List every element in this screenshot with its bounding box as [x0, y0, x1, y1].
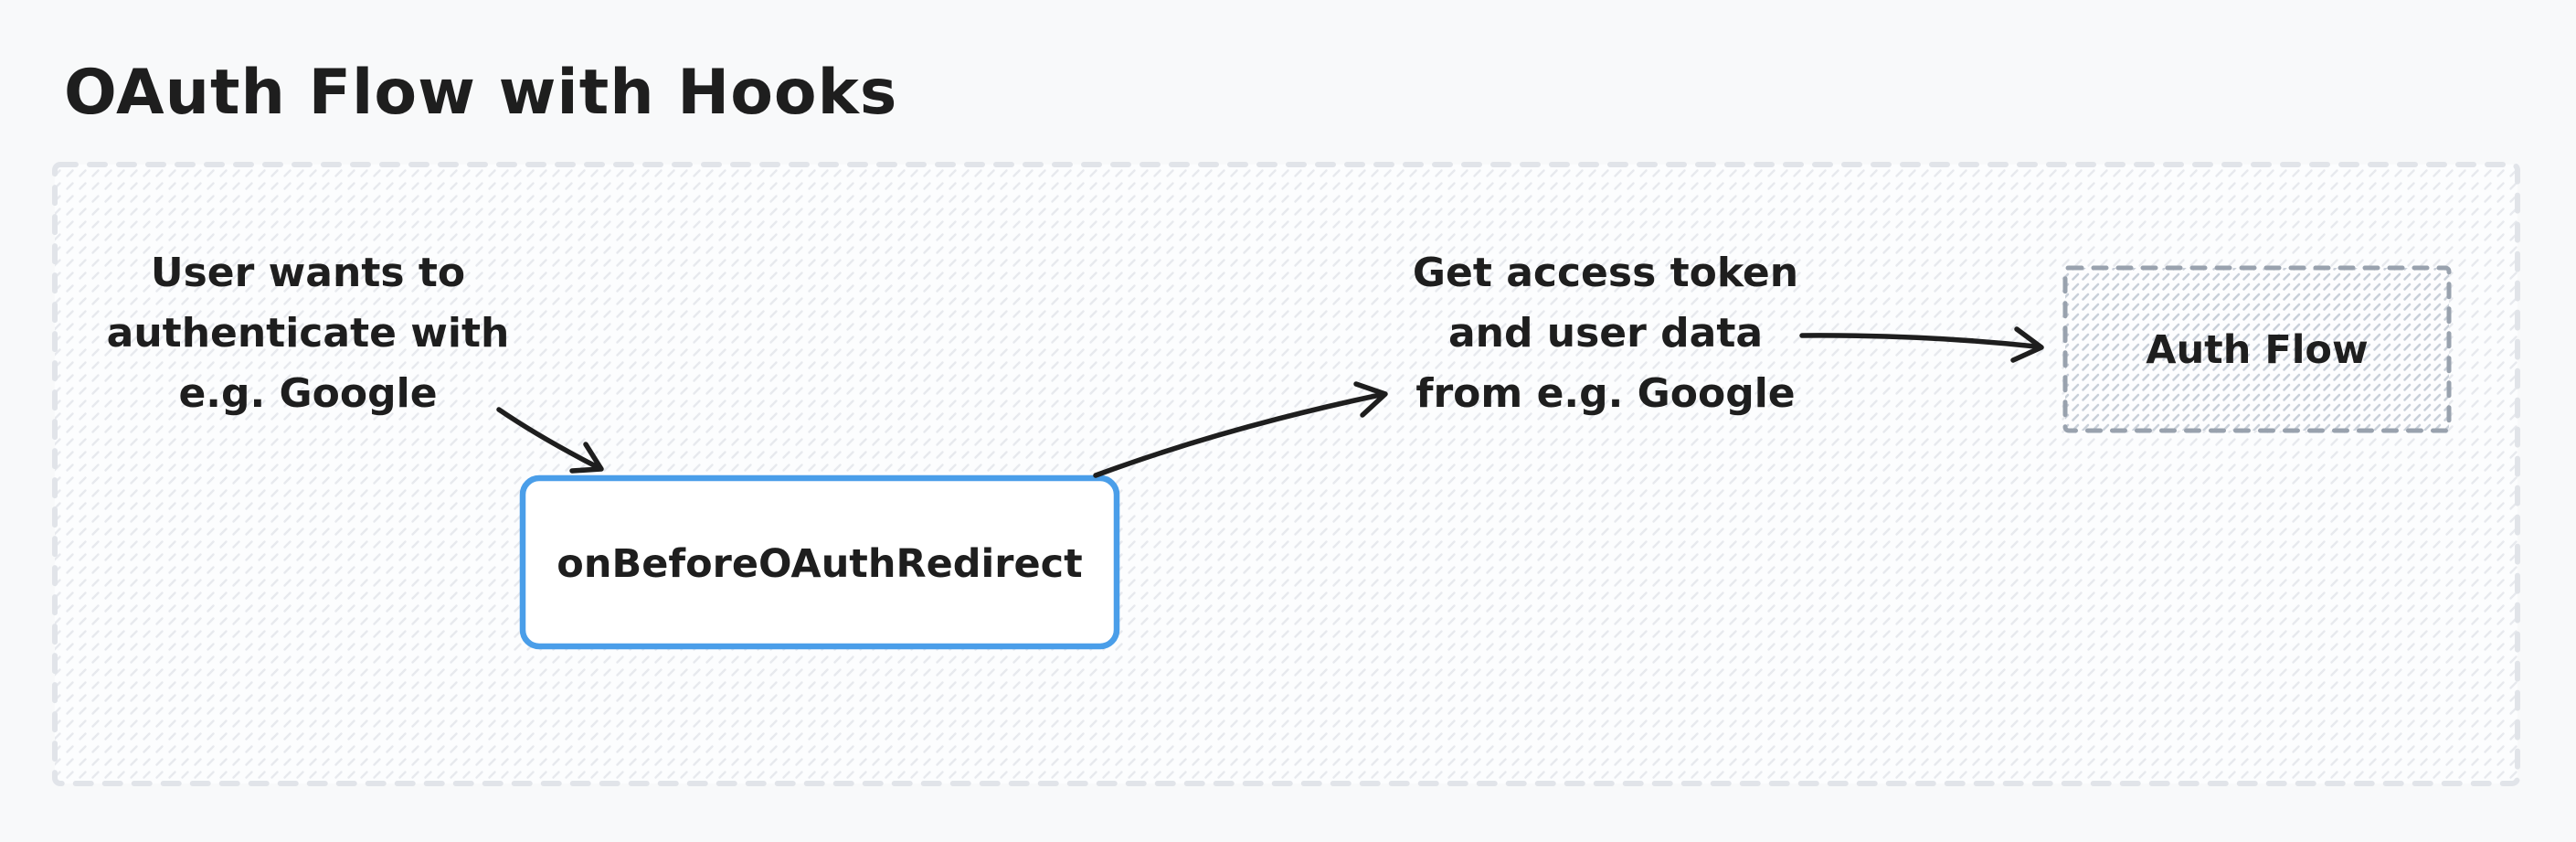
- hook-box-label: onBeforeOAuthRedirect: [557, 541, 1083, 587]
- arrow-user-to-hook-line: [496, 407, 599, 469]
- note-user-authenticate: User wants to authenticate with e.g. Goo…: [106, 250, 510, 417]
- arrow-user-to-hook-head: [569, 442, 604, 474]
- hook-box: [519, 474, 1120, 650]
- auth-flow-label: Auth Flow: [2146, 327, 2369, 373]
- note-get-token: Get access token and user data from e.g.…: [1412, 250, 1799, 417]
- arrow-hook-to-token-line: [1093, 392, 1383, 478]
- arrow-hook-to-token-head: [1353, 381, 1388, 418]
- arrow-token-to-auth-head: [2010, 326, 2044, 363]
- arrow-token-to-auth-line: [1799, 333, 2039, 349]
- auth-flow-box: [2062, 265, 2452, 433]
- diagram-title: OAuth Flow with Hooks: [64, 57, 898, 129]
